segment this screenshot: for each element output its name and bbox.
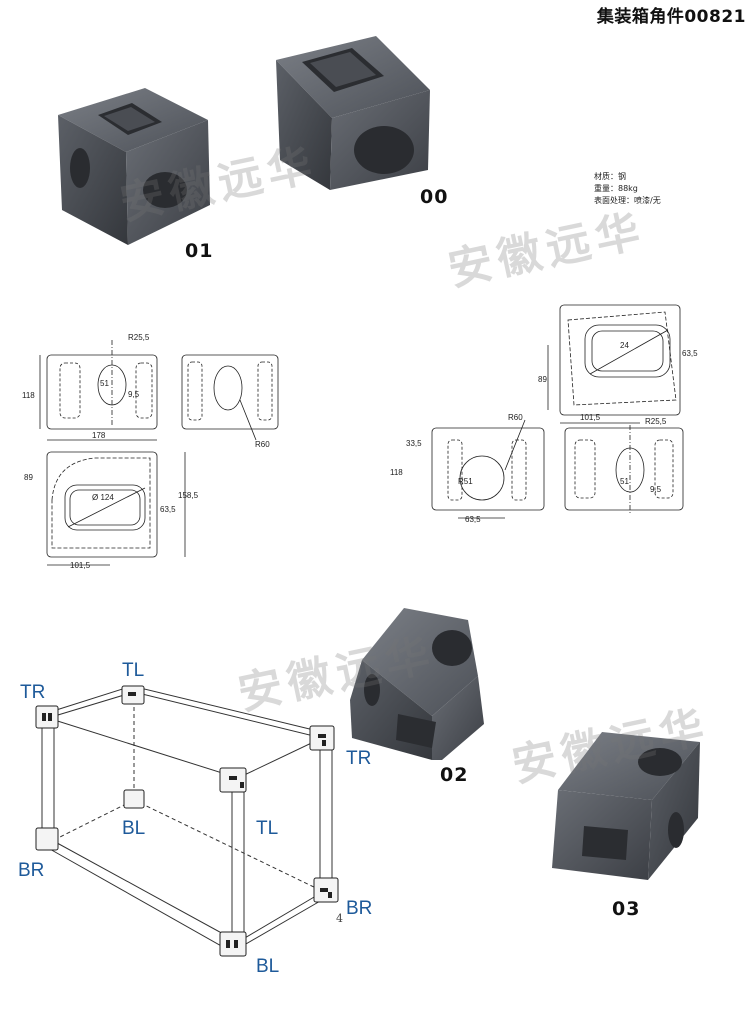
dim-158-5: 158,5 [178, 491, 199, 500]
dim-9-5-right: 9,5 [650, 485, 662, 494]
dim-9-5-left: 9,5 [128, 390, 140, 399]
dim-178: 178 [92, 431, 106, 440]
corner-block-bl-mid [123, 789, 145, 809]
casting-photo-03 [552, 732, 700, 880]
drawing-right-front [431, 419, 545, 519]
dim-51-left: 51 [100, 379, 109, 388]
corner-block-bl-bottom [219, 931, 247, 957]
casting-photo-00 [276, 36, 430, 190]
corner-block-tr-top [35, 705, 59, 729]
label-bl-bottom: BL [256, 956, 280, 977]
spec-surface: 表面处理：喷漆/无 [594, 196, 661, 205]
spec-weight: 重量：88kg [594, 184, 638, 193]
dim-r60-right: R60 [508, 413, 523, 422]
dim-r25-5-right: R25,5 [645, 417, 667, 426]
label-bl-mid: BL [122, 818, 146, 839]
dim-118-right: 118 [390, 468, 403, 477]
page-title: 集装箱角件00821 [596, 7, 746, 27]
label-br-right: BR [346, 898, 373, 919]
part-code-03: 03 [612, 898, 641, 920]
dim-101-5-right: 101,5 [580, 413, 601, 422]
dim-89-right: 89 [538, 375, 547, 384]
casting-photo-02 [350, 608, 484, 760]
dim-r60-left: R60 [255, 440, 270, 449]
label-tr-right: TR [346, 748, 372, 769]
dim-d124-left: Ø 124 [92, 493, 114, 502]
label-tr-top: TR [20, 682, 46, 703]
dim-r25-5-left: R25,5 [128, 333, 150, 342]
dim-118-left: 118 [22, 391, 35, 400]
label-br-left: BR [18, 860, 45, 881]
casting-photo-01 [58, 88, 210, 245]
drawing-right-end [564, 425, 684, 515]
dim-33-5: 33,5 [406, 439, 422, 448]
spec-block: 材质：钢 重量：88kg 表面处理：喷漆/无 [594, 171, 661, 207]
dim-63-5-bottom: 63,5 [465, 515, 481, 524]
spec-material: 材质：钢 [594, 172, 626, 181]
drawing-right-top [547, 304, 681, 424]
dim-89-left: 89 [24, 473, 33, 482]
dim-24-right: 24 [620, 341, 629, 350]
part-code-02: 02 [440, 764, 469, 786]
corner-block-br-left [35, 827, 59, 851]
label-tl-top: TL [122, 660, 145, 681]
diagram-note: 4 [336, 912, 343, 925]
dim-51-right: 51 [620, 477, 629, 486]
drawing-left-bottom [46, 451, 186, 566]
part-code-00: 00 [420, 186, 449, 208]
dim-63-5-left: 63,5 [160, 505, 176, 514]
dim-63-5-right: 63,5 [682, 349, 698, 358]
dim-r51: R51 [458, 477, 473, 486]
dim-101-5-left: 101,5 [70, 561, 91, 570]
part-code-01: 01 [185, 240, 214, 262]
drawing-left-side [181, 354, 279, 441]
drawing-left-top [39, 340, 158, 441]
label-tl-front: TL [256, 818, 279, 839]
